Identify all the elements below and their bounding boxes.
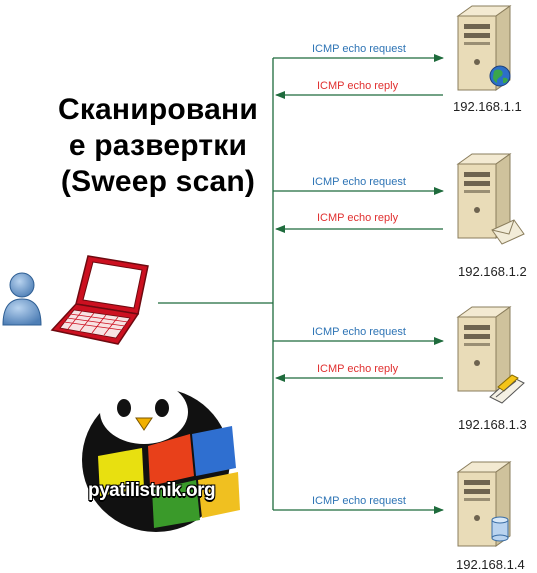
server-icon-4: [456, 461, 512, 547]
request-label-1: ICMP echo request: [312, 43, 406, 55]
request-label-4: ICMP echo request: [312, 495, 406, 507]
host-ip-2: 192.168.1.2: [458, 264, 527, 279]
title-line-1: Сканировани: [57, 93, 259, 126]
server-icon-3: [456, 306, 525, 404]
mail-icon: [491, 219, 525, 245]
globe-icon: [489, 65, 511, 87]
request-label-3: ICMP echo request: [312, 326, 406, 338]
database-icon: [491, 516, 509, 542]
title-line-2: е развертки: [68, 129, 248, 162]
laptop-icon: [50, 255, 149, 345]
printer-icon: [489, 374, 525, 404]
title-line-3: (Sweep scan): [60, 165, 256, 198]
user-icon: [2, 272, 42, 326]
server-icon-2: [456, 153, 525, 245]
host-ip-4: 192.168.1.4: [456, 557, 525, 572]
host-ip-3: 192.168.1.3: [458, 417, 527, 432]
penguin-logo-icon: [82, 380, 240, 532]
reply-label-2: ICMP echo reply: [317, 212, 399, 224]
request-label-2: ICMP echo request: [312, 176, 406, 188]
server-icon-1: [456, 5, 512, 91]
reply-label-1: ICMP echo reply: [317, 80, 399, 92]
reply-label-3: ICMP echo reply: [317, 363, 399, 375]
host-ip-1: 192.168.1.1: [453, 99, 522, 114]
brand-logo-text: pyatilistnik.org: [88, 480, 216, 501]
